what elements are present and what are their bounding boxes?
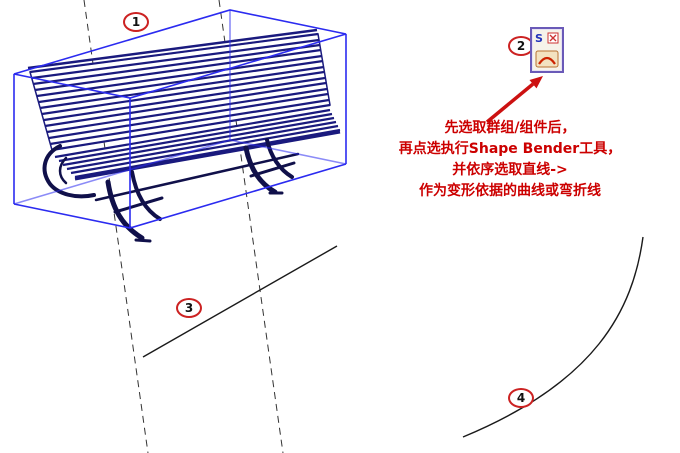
instruction-line-1: 先选取群组/组件后， — [444, 120, 576, 136]
icon-letter: S — [535, 32, 543, 45]
step-badge-4: 4 — [508, 388, 534, 408]
bench-armrest — [42, 144, 96, 199]
bend-curve-entity[interactable] — [462, 236, 644, 438]
bench-backrest-frame — [29, 33, 331, 151]
shape-bender-tool-icon: S — [533, 30, 561, 70]
straight-line-entity[interactable] — [142, 245, 338, 358]
icon-x-glyph — [549, 34, 557, 42]
selection-bounding-box — [13, 9, 347, 229]
step-badge-3: 3 — [176, 298, 202, 318]
instruction-line-2: 再点选执行Shape Bender工具， — [398, 141, 622, 157]
instruction-text: 先选取群组/组件后， 再点选执行Shape Bender工具， 并依序选取直线-… — [376, 118, 644, 202]
bench-seat-slats — [54, 108, 341, 179]
bench-component[interactable] — [13, 9, 347, 243]
pointer-arrow — [485, 76, 543, 124]
icon-curve-glyph — [538, 56, 556, 65]
bench-seat-face — [55, 110, 340, 177]
step-badge-1: 1 — [123, 12, 149, 32]
instruction-line-4: 作为变形依据的曲线或弯折线 — [419, 183, 601, 199]
bench-top-rail — [27, 28, 318, 70]
bench-seat-front-edge — [74, 130, 341, 181]
shape-bender-tool-button[interactable]: S — [530, 27, 564, 73]
instruction-line-3: 并依序选取直线-> — [452, 162, 568, 178]
